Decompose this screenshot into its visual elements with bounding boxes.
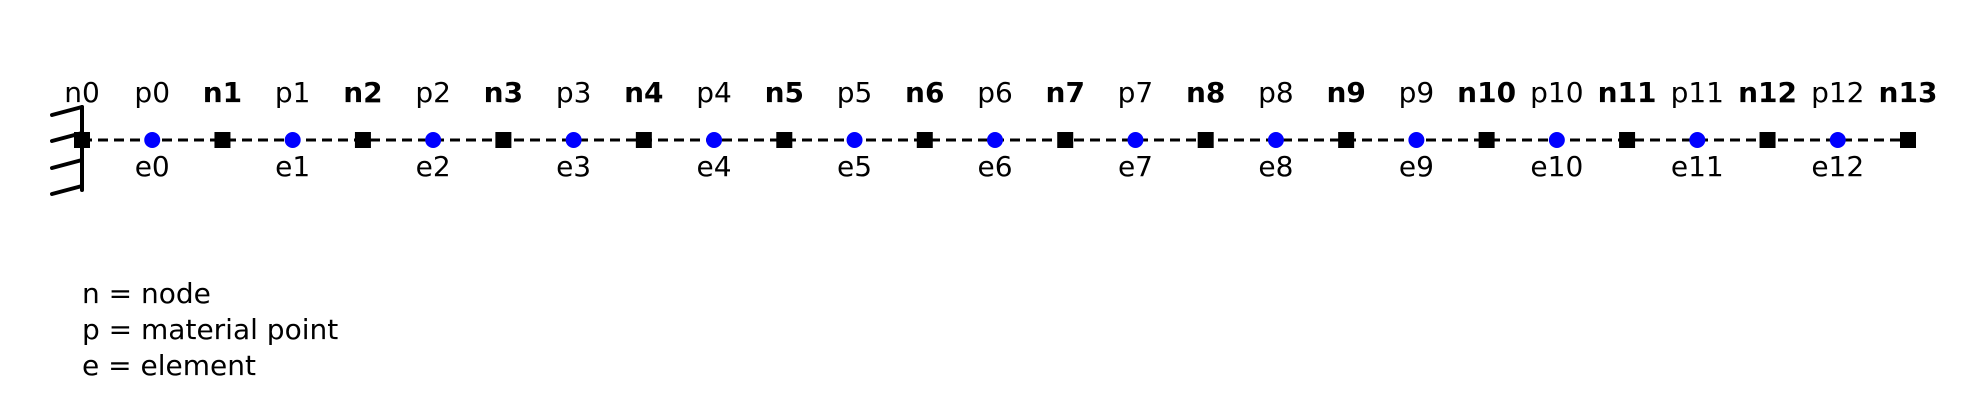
- node-marker: [1197, 132, 1214, 148]
- legend-material-point: p = material point: [82, 313, 339, 346]
- element-label: e3: [556, 150, 591, 183]
- fixed-support-icon: [50, 105, 84, 196]
- material-point-marker: [565, 132, 582, 148]
- material-point-label: p12: [1811, 76, 1864, 109]
- material-point-marker: [1689, 132, 1706, 148]
- material-point-marker: [1127, 132, 1144, 148]
- node-marker: [635, 132, 652, 148]
- node-marker: [74, 132, 90, 148]
- legend-node: n = node: [82, 277, 211, 310]
- material-point-marker: [144, 132, 161, 148]
- material-point-marker: [1548, 132, 1565, 148]
- material-point-marker: [1408, 132, 1425, 148]
- node-label: n4: [624, 76, 663, 109]
- node-label: n1: [203, 76, 242, 109]
- node-marker: [1759, 132, 1776, 148]
- material-point-marker: [1267, 132, 1284, 148]
- element-label: e10: [1530, 150, 1583, 183]
- material-point-label: p0: [134, 76, 170, 109]
- material-point-label: p2: [415, 76, 451, 109]
- element-label: e7: [1118, 150, 1153, 183]
- material-point-label: p11: [1671, 76, 1724, 109]
- material-point-label: p3: [556, 76, 592, 109]
- material-point-marker: [846, 132, 863, 148]
- node-marker: [916, 132, 933, 148]
- node-label: n7: [1046, 76, 1085, 109]
- material-point-label: p1: [275, 76, 311, 109]
- node-label: n5: [765, 76, 804, 109]
- node-marker: [1057, 132, 1074, 148]
- node-label: n12: [1738, 76, 1797, 109]
- material-point-marker: [706, 132, 723, 148]
- element-label: e4: [697, 150, 732, 183]
- node-marker: [495, 132, 512, 148]
- material-point-marker: [284, 132, 301, 148]
- element-label: e5: [837, 150, 872, 183]
- element-label: e9: [1399, 150, 1434, 183]
- element-label: e2: [416, 150, 451, 183]
- node-marker: [354, 132, 371, 148]
- material-point-label: p7: [1118, 76, 1154, 109]
- element-label: e12: [1811, 150, 1864, 183]
- node-label: n3: [484, 76, 523, 109]
- material-point-label: p9: [1399, 76, 1435, 109]
- node-label: n13: [1879, 76, 1938, 109]
- material-point-label: p8: [1258, 76, 1294, 109]
- legend-element: e = element: [82, 349, 256, 382]
- element-label: e1: [275, 150, 310, 183]
- node-label: n0: [64, 76, 100, 109]
- node-label: n10: [1457, 76, 1516, 109]
- node-marker: [1478, 132, 1495, 148]
- node-marker: [1900, 132, 1916, 148]
- material-point-label: p6: [977, 76, 1013, 109]
- material-point-label: p10: [1530, 76, 1583, 109]
- material-point-marker: [1829, 132, 1846, 148]
- node-marker: [1619, 132, 1636, 148]
- material-point-marker: [987, 132, 1003, 148]
- node-label: n11: [1598, 76, 1657, 109]
- element-label: e6: [977, 150, 1012, 183]
- node-marker: [776, 132, 793, 148]
- material-point-marker: [425, 132, 442, 148]
- legend: n = node p = material point e = element: [82, 276, 338, 384]
- node-marker: [1338, 132, 1355, 148]
- node-label: n8: [1186, 76, 1225, 109]
- node-label: n9: [1326, 76, 1365, 109]
- element-label: e0: [135, 150, 170, 183]
- element-label: e8: [1258, 150, 1293, 183]
- node-label: n6: [905, 76, 944, 109]
- material-point-label: p4: [696, 76, 732, 109]
- element-label: e11: [1671, 150, 1724, 183]
- node-label: n2: [343, 76, 382, 109]
- node-marker: [214, 132, 231, 148]
- material-point-label: p5: [837, 76, 873, 109]
